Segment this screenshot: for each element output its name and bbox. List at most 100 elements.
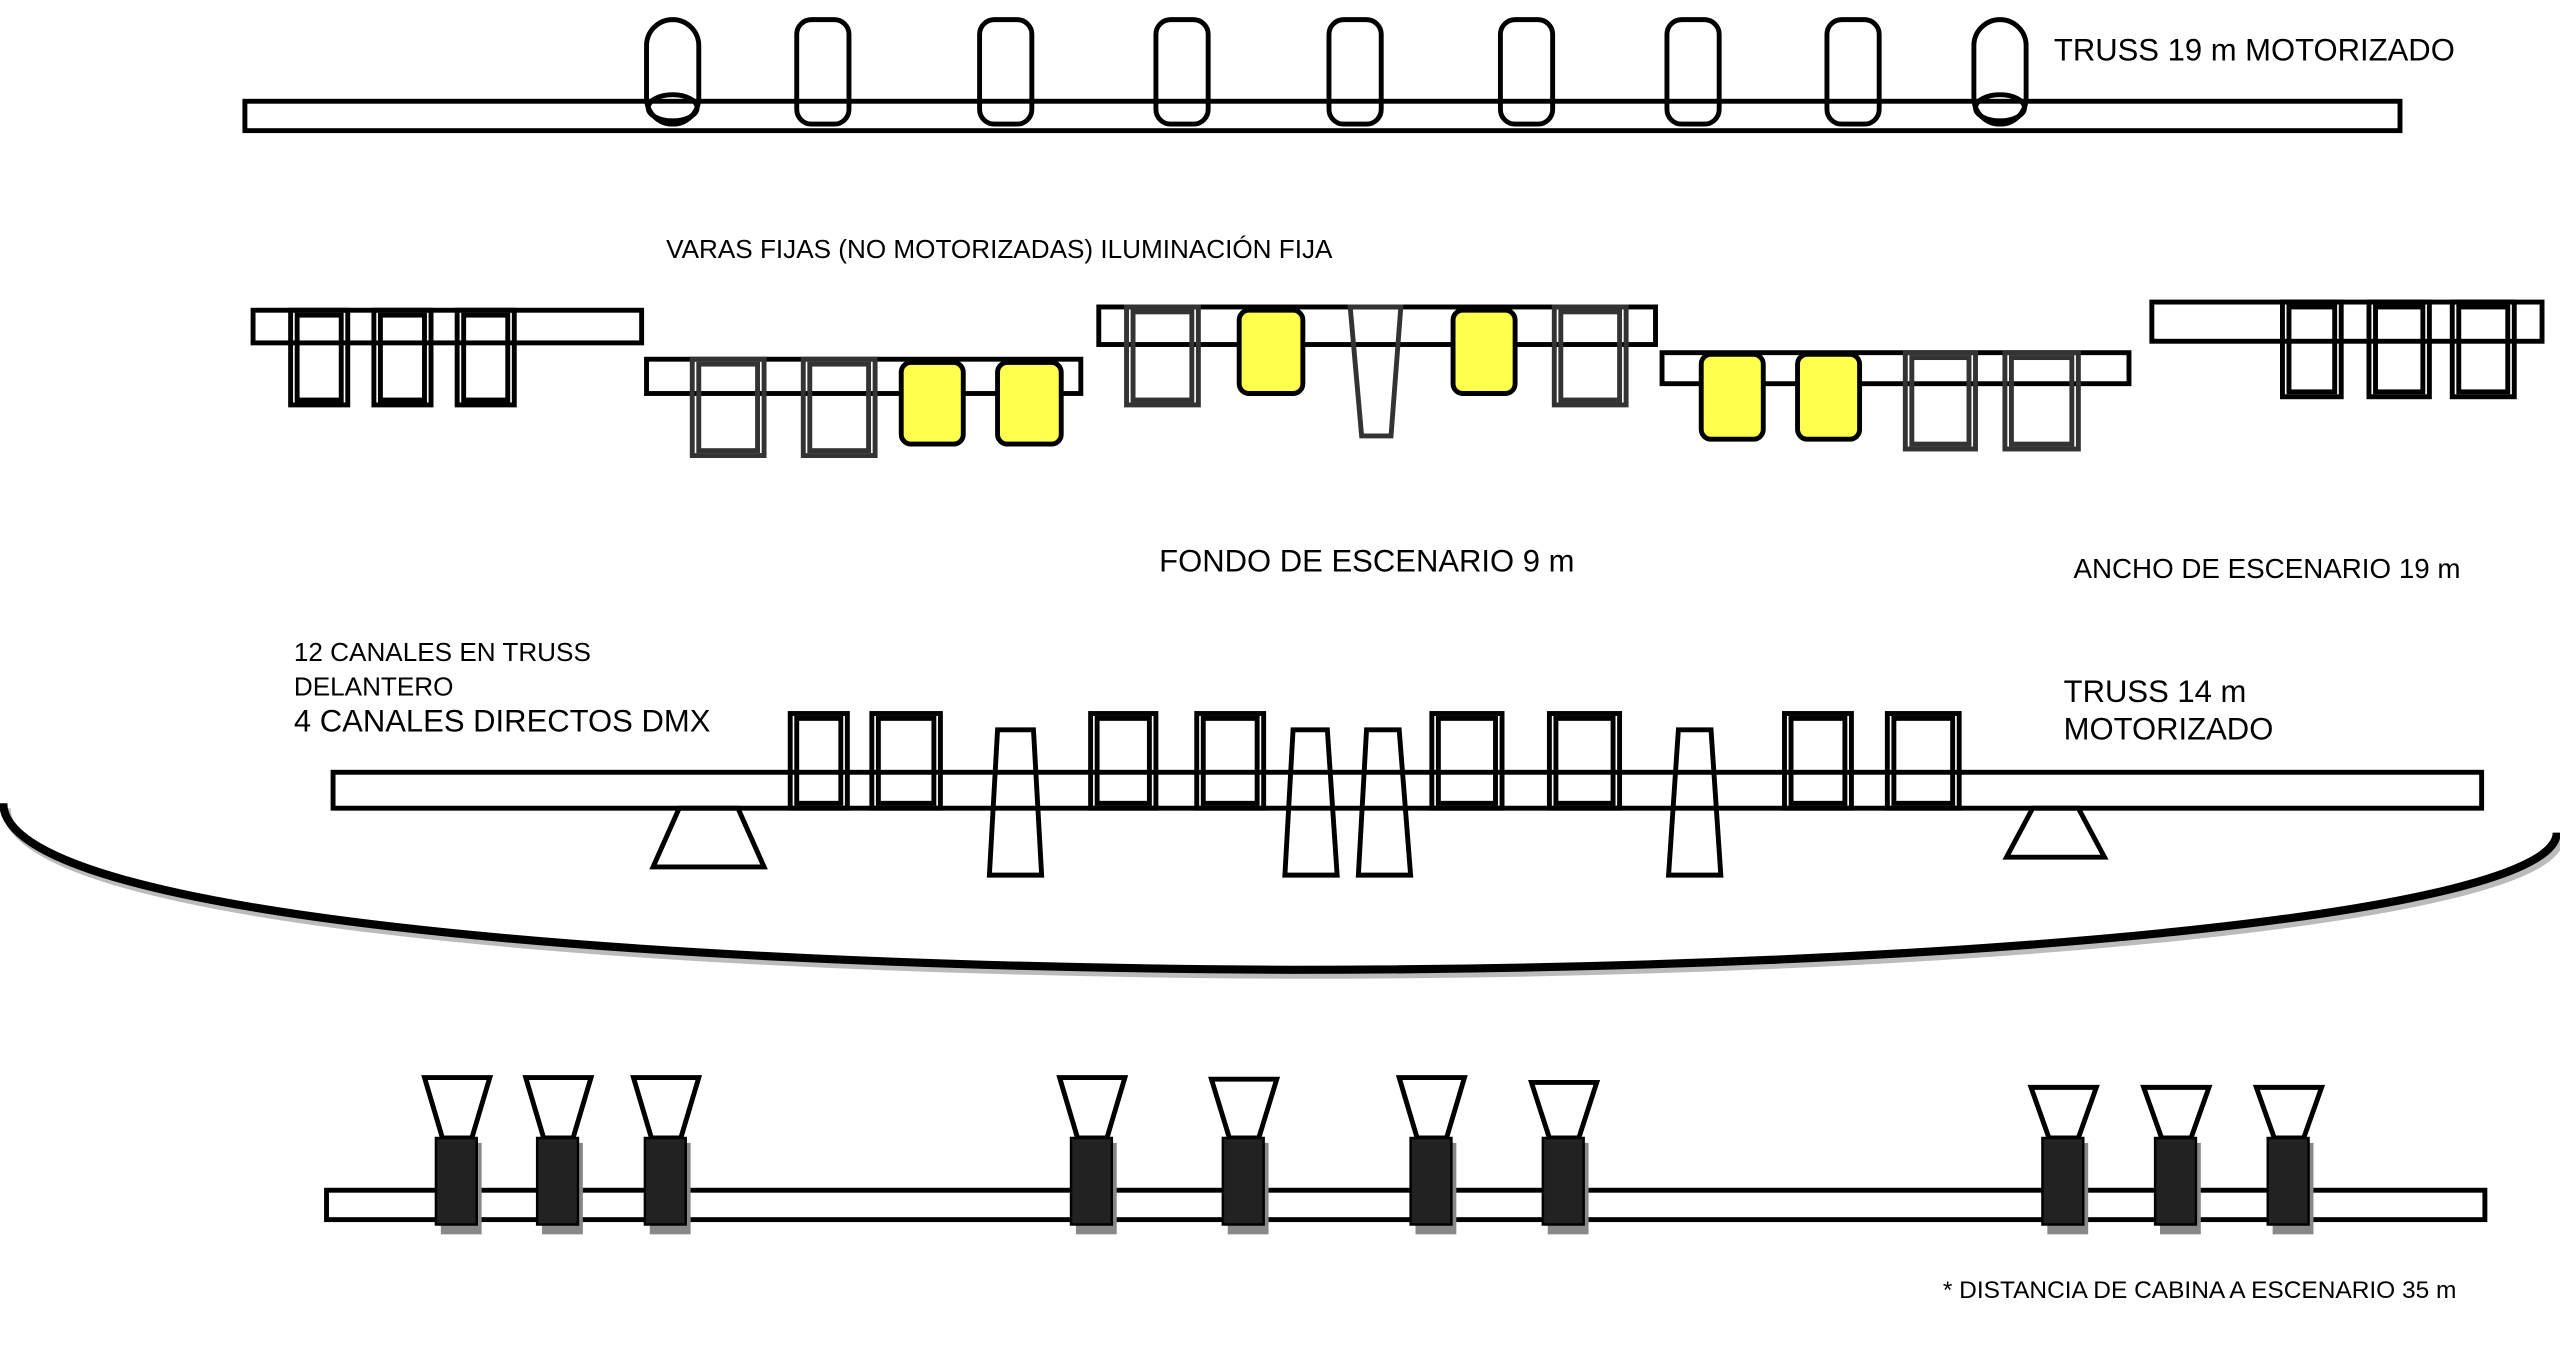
par-fixture <box>2002 350 2081 452</box>
par-fixture-inner <box>696 361 760 454</box>
par-fixture-inner <box>1558 309 1623 403</box>
trapezoid-fixture <box>649 805 768 870</box>
fixed-bar-1 <box>250 307 645 346</box>
followspot-lens <box>1056 1075 1129 1141</box>
booth-distance-label: * DISTANCIA DE CABINA A ESCENARIO 35 m <box>1943 1277 2457 1304</box>
stage-edge-shadow <box>2 807 2560 979</box>
par-fixture <box>1902 350 1978 452</box>
followspot-lens <box>1208 1076 1281 1141</box>
followspot-lens <box>630 1075 703 1141</box>
motor-hoist-round <box>1971 17 2029 127</box>
par-fixture <box>1551 304 1629 408</box>
par-fixture <box>869 711 943 811</box>
trapezoid-fixture <box>1282 727 1340 878</box>
par-fixture-inner <box>377 312 427 403</box>
par-fixture <box>1429 711 1505 811</box>
trapezoid-fixture <box>986 727 1045 878</box>
motor-hoist-base <box>1973 92 2027 124</box>
par-fixture <box>2280 299 2344 400</box>
par-fixture-inner <box>794 715 844 806</box>
motor-hoist <box>1824 17 1882 127</box>
par-fixture <box>1124 304 1201 408</box>
stage-edge-curve <box>0 803 2560 974</box>
par-fixture-inner <box>1130 309 1195 403</box>
motor-hoist <box>1497 17 1556 127</box>
motor-hoist <box>1664 17 1722 127</box>
fixed-bars <box>250 299 2545 458</box>
followspot-body <box>2153 1136 2198 1226</box>
followspot-lens <box>1395 1075 1468 1141</box>
yellow-fixture <box>1236 307 1306 396</box>
channels-label-1: 12 CANALES EN TRUSS <box>294 637 591 667</box>
channels-label-2: DELANTERO <box>294 672 454 702</box>
par-fixture <box>800 356 878 458</box>
par-fixture-inner <box>875 715 937 806</box>
par-fixture-inner <box>1553 715 1616 806</box>
motor-hoist-base <box>645 92 700 124</box>
par-fixture-inner <box>2373 304 2426 395</box>
par-fixture <box>689 356 767 458</box>
par-fixture-inner <box>1909 355 1972 447</box>
trapezoid-fixture <box>2002 805 2109 860</box>
par-fixture-inner <box>807 361 872 454</box>
channels-label-3: 4 CANALES DIRECTOS DMX <box>294 703 711 738</box>
par-fixture <box>2366 299 2432 400</box>
fixed-bars-label: VARAS FIJAS (NO MOTORIZADAS) ILUMINACIÓN… <box>666 234 1333 264</box>
par-fixture <box>1194 711 1267 811</box>
followspot-lens <box>1528 1080 1601 1141</box>
par-fixture <box>787 711 850 811</box>
stage-depth-label: FONDO DE ESCENARIO 9 m <box>1159 543 1574 578</box>
par-fixture <box>1884 711 1962 811</box>
truss-19m <box>242 17 2403 134</box>
par-fixture <box>454 307 517 408</box>
followspot-body <box>434 1136 478 1226</box>
followspot-body <box>1069 1136 1114 1226</box>
truss-front-label-2: MOTORIZADO <box>2064 712 2274 747</box>
followspot-lens <box>421 1075 494 1141</box>
motor-hoist <box>1326 17 1384 127</box>
yellow-fixture <box>995 360 1064 447</box>
yellow-fixture <box>898 360 966 447</box>
par-fixture-inner <box>1094 715 1152 806</box>
par-fixture-inner <box>1891 715 1956 806</box>
motor-hoist <box>1153 17 1211 127</box>
truss-top-label: TRUSS 19 m MOTORIZADO <box>2054 32 2455 67</box>
par-fixture-inner <box>1435 715 1498 806</box>
par-fixture-inner <box>2456 304 2511 395</box>
par-fixture-inner <box>2008 355 2075 447</box>
yellow-fixture <box>1698 351 1766 442</box>
yellow-fixture <box>1450 307 1518 396</box>
followspot-lens <box>2140 1084 2213 1141</box>
followspot-body <box>643 1136 687 1226</box>
par-fixture-inner <box>294 312 344 403</box>
par-fixture <box>1546 711 1623 811</box>
followspot-body <box>2266 1136 2310 1226</box>
followspot-lens <box>522 1075 595 1141</box>
par-fixture-inner <box>461 312 511 403</box>
stage-width-label: ANCHO DE ESCENARIO 19 m <box>2073 553 2460 584</box>
motor-hoist <box>794 17 852 127</box>
motor-hoist-round <box>644 17 702 127</box>
booth-bar <box>324 1075 2488 1235</box>
par-fixture-inner <box>1200 715 1260 806</box>
par-fixture <box>1088 711 1159 811</box>
par-fixture <box>371 307 434 408</box>
followspot-body <box>1221 1136 1265 1226</box>
trapezoid-fixture <box>1665 727 1724 878</box>
followspot-body <box>1541 1136 1585 1226</box>
truss-front-label-1: TRUSS 14 m <box>2064 674 2247 709</box>
par-fixture-inner <box>2286 304 2338 395</box>
followspot-lens <box>2027 1084 2100 1141</box>
trapezoid-fixture <box>1355 727 1414 878</box>
truss-14m-front <box>330 711 2485 878</box>
yellow-fixture <box>1795 351 1863 442</box>
followspot-lens <box>2252 1084 2326 1141</box>
truss-bar <box>242 98 2403 134</box>
followspot-body <box>535 1136 580 1226</box>
par-fixture <box>288 307 351 408</box>
followspot-body <box>2041 1136 2085 1226</box>
followspot-body <box>1409 1136 1453 1226</box>
trapezoid-fixture <box>1347 304 1404 439</box>
par-fixture <box>2449 299 2517 400</box>
